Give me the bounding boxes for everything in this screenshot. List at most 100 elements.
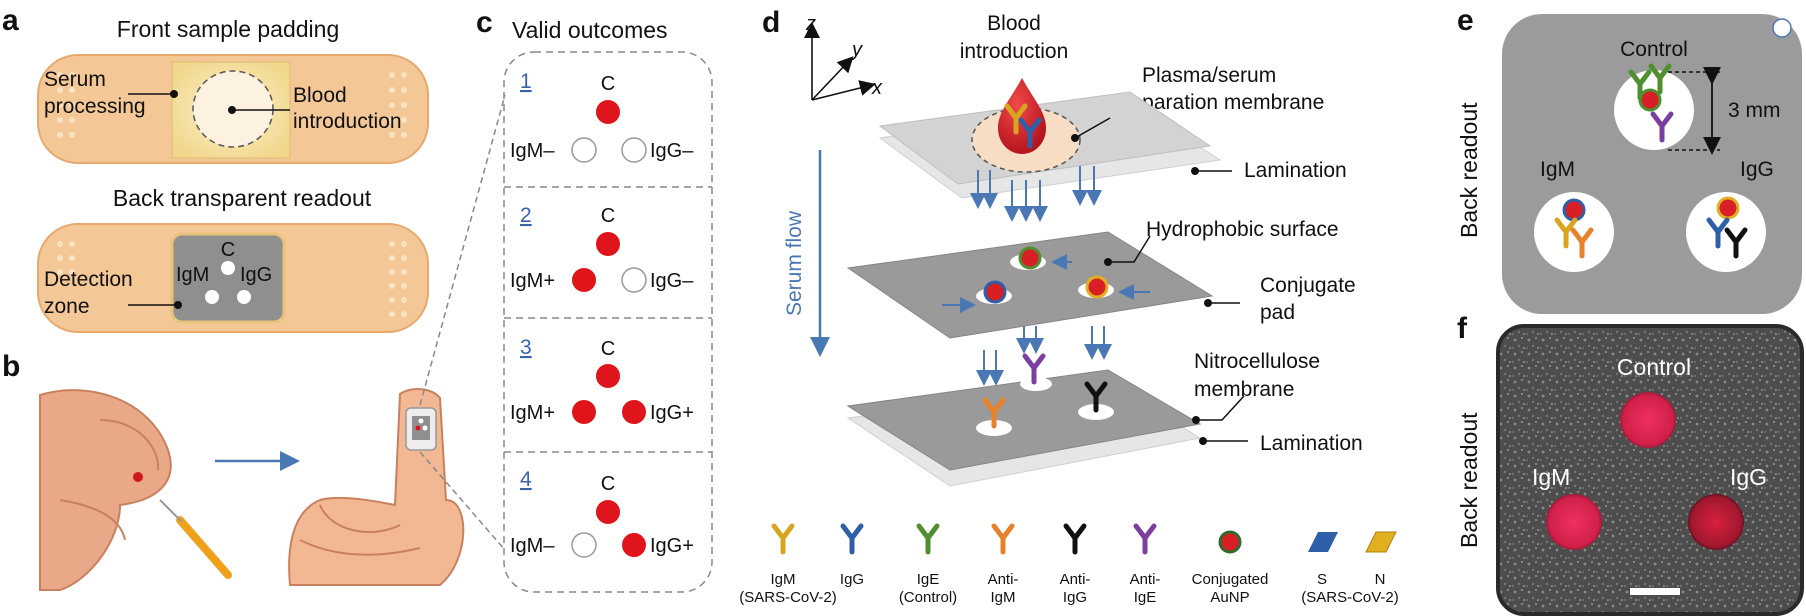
svg-text:Anti-: Anti- (1060, 571, 1091, 588)
conjugate-pad-line1: Conjugate (1260, 274, 1356, 297)
svg-text:N: N (1375, 571, 1386, 588)
control-label-e: Control (1620, 38, 1688, 61)
igm-dot (572, 400, 596, 424)
igg-dot (622, 533, 646, 557)
igg-spot (1688, 494, 1744, 550)
igg-result-label: IgG– (650, 140, 694, 162)
legend-s: S (1308, 532, 1338, 588)
panel-label-f: f (1457, 312, 1468, 345)
outcome-number: 4 (520, 468, 532, 491)
panel-c: c Valid outcomes 1 C IgM– IgG– 2 C IgM+ … (476, 6, 713, 593)
igg-result-label: IgG– (650, 270, 694, 292)
panel-label-b: b (2, 350, 20, 383)
igm-label-f: IgM (1532, 464, 1570, 490)
axis-x-label: x (871, 77, 883, 99)
svg-text:IgM: IgM (990, 589, 1015, 606)
igm-spot (1546, 494, 1602, 550)
panel-b: b (2, 94, 506, 591)
control-dot (596, 232, 620, 256)
legend-anti-ige: Anti- IgE (1130, 526, 1161, 606)
panel-e: e Back readout Control 3 mm IgM IgG (1456, 4, 1802, 314)
detection-zone-line1: Detection (44, 268, 133, 291)
igm-result-label: IgM+ (510, 270, 555, 292)
ige-antibody-icon (919, 526, 937, 552)
igg-label-e: IgG (1740, 158, 1774, 181)
back-transparent-readout-title: Back transparent readout (113, 185, 372, 211)
svg-text:(Control): (Control) (899, 589, 957, 606)
plasma-membrane-line2: separation membrane (1120, 91, 1324, 114)
panel-a: a Front sample padding Serum processing … (2, 4, 429, 333)
igm-antibody-icon (774, 526, 792, 552)
back-bandage (37, 223, 429, 333)
anti-ige-antibody-icon (1136, 526, 1154, 552)
control-dot (596, 364, 620, 388)
control-label: C (601, 338, 615, 360)
svg-text:Conjugated: Conjugated (1192, 571, 1269, 588)
outcome-2: 2 C IgM+ IgG– (510, 204, 694, 293)
front-bandage (37, 54, 429, 164)
conjugated-aunp-icon (1218, 530, 1242, 554)
igg-result-label: IgG+ (650, 402, 694, 424)
svg-text:(SARS-CoV-2): (SARS-CoV-2) (739, 589, 837, 606)
igg-result-label: IgG+ (650, 535, 694, 557)
outcome-number: 1 (520, 70, 532, 93)
svg-text:IgE: IgE (917, 571, 940, 588)
conjugate-pad-layer (846, 231, 1240, 339)
finger-with-patch-illustration (288, 388, 465, 586)
legend-ige: IgE (Control) (899, 526, 957, 606)
control-label: C (601, 205, 615, 227)
panel-d: d z y x Blood introduction Plasma/serum … (762, 6, 1363, 487)
panel-label-a: a (2, 4, 19, 37)
igg-label-f: IgG (1730, 464, 1767, 490)
igg-antibody-icon (843, 526, 861, 552)
legend-n: N (1365, 531, 1397, 588)
outcome-1: 1 C IgM– IgG– (510, 70, 694, 163)
control-label: C (601, 473, 615, 495)
n-protein-icon (1365, 531, 1397, 553)
igm-dot (571, 532, 597, 558)
panel-label-c: c (476, 6, 493, 39)
legend-anti-igg: Anti- IgG (1060, 526, 1091, 606)
nitrocellulose-line2: membrane (1194, 378, 1294, 401)
svg-text:Anti-: Anti- (1130, 571, 1161, 588)
detection-zone-line2: zone (44, 295, 90, 318)
scale-bar-f (1630, 588, 1680, 595)
outcome-number: 3 (520, 336, 532, 359)
legend-igg: IgG (840, 526, 864, 588)
axis-triad (804, 22, 876, 101)
serum-flow-label: Serum flow (783, 210, 806, 316)
legend-conjugated-aunp: Conjugated AuNP (1192, 530, 1269, 606)
svg-text:S: S (1317, 571, 1327, 588)
svg-text:IgG: IgG (840, 571, 864, 588)
svg-text:IgM: IgM (770, 571, 795, 588)
expand-icon[interactable] (1772, 18, 1792, 38)
blood-drop (133, 472, 143, 482)
igm-result-label: IgM– (510, 535, 555, 557)
blood-intro-line2: introduction (960, 40, 1069, 63)
control-dot (596, 100, 620, 124)
lancet (176, 516, 232, 579)
panel-label-d: d (762, 6, 780, 39)
blood-drop-icon (998, 78, 1046, 154)
control-label: C (601, 73, 615, 95)
lamination-top-label: Lamination (1244, 159, 1347, 182)
igm-dot (571, 137, 597, 163)
scale-label: 3 mm (1728, 99, 1781, 122)
igg-dot (622, 400, 646, 424)
flow-arrows-2 (976, 326, 1112, 386)
svg-text:IgE: IgE (1134, 589, 1157, 606)
legend-anti-igm: Anti- IgM (988, 526, 1018, 606)
outcome-3: 3 C IgM+ IgG+ (510, 336, 694, 424)
blood-introduction-line2: introduction (293, 110, 402, 133)
outcomes-frame (503, 51, 713, 593)
panel-f: f Back readout Control IgM IgG (1456, 312, 1804, 616)
igm-dot (572, 268, 596, 292)
zoom-line-top (419, 94, 506, 406)
s-protein-icon (1308, 532, 1338, 552)
control-label-f: Control (1617, 354, 1691, 380)
hydrophobic-surface-label: Hydrophobic surface (1146, 218, 1339, 241)
outcome-4: 4 C IgM– IgG+ (510, 468, 694, 558)
nitrocellulose-layer (846, 356, 1248, 487)
conjugate-pad-line2: pad (1260, 301, 1295, 324)
blood-introduction-line1: Blood (293, 84, 347, 107)
